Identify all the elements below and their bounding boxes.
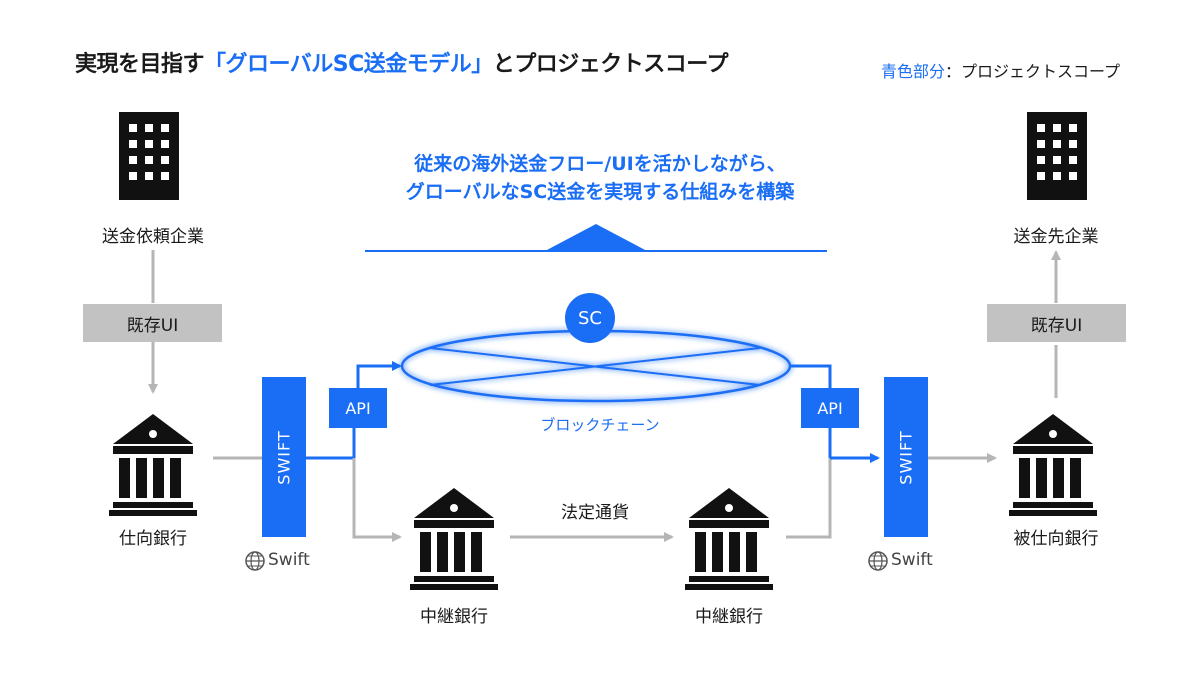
- swift-logo-left: Swift: [268, 550, 310, 570]
- bank-icon-intermediary-2: [685, 488, 773, 590]
- scope-legend-blue: 青色部分: [880, 62, 945, 81]
- office-building-icon-right: [1027, 112, 1087, 200]
- receiver-company-label: 送金先企業: [1013, 227, 1099, 247]
- sending-bank-label: 仕向銀行: [119, 529, 187, 549]
- sc-circle: [565, 293, 615, 343]
- sc-label: SC: [578, 307, 602, 329]
- intermediary-bank-1-label: 中継銀行: [420, 607, 488, 627]
- globe-icon-right: [868, 551, 888, 571]
- office-building-icon-left: [119, 112, 179, 200]
- headline-triangle: [545, 224, 647, 251]
- headline: 従来の海外送金フロー/UIを活かしながら、 グローバルなSC送金を実現する仕組み…: [360, 150, 840, 206]
- title-suffix: とプロジェクトスコープ: [492, 52, 729, 77]
- globe-icon-left: [245, 551, 265, 571]
- headline-line-1: 従来の海外送金フロー/UIを活かしながら、: [414, 153, 786, 175]
- arrow-to-intermediary-1: [352, 458, 402, 542]
- existing-ui-box-left: 既存UI: [83, 304, 222, 342]
- intermediary-bank-2-label: 中継銀行: [695, 607, 763, 627]
- swift-bar-left: SWIFT: [262, 377, 306, 537]
- swift-bar-left-label: SWIFT: [274, 429, 294, 485]
- swift-logo-right: Swift: [891, 550, 933, 570]
- api-box-left: API: [329, 388, 387, 428]
- bank-icon-sending: [109, 414, 197, 516]
- scope-legend: 青色部分：プロジェクトスコープ: [881, 58, 1120, 82]
- fiat-currency-label: 法定通貨: [561, 503, 629, 523]
- swift-bar-right: SWIFT: [884, 377, 928, 537]
- title-highlight: 「グローバルSC送金モデル」: [204, 52, 493, 77]
- sender-company-label: 送金依頼企業: [102, 227, 204, 247]
- receiving-bank-label: 被仕向銀行: [1013, 529, 1099, 549]
- blockchain-label: ブロックチェーン: [540, 416, 660, 434]
- bank-icon-receiving: [1009, 414, 1097, 516]
- scope-legend-text: ：プロジェクトスコープ: [944, 62, 1120, 81]
- swift-bar-right-label: SWIFT: [896, 429, 916, 485]
- api-box-right: API: [801, 388, 859, 428]
- page-title: 実現を目指す「グローバルSC送金モデル」とプロジェクトスコープ: [75, 46, 728, 78]
- arrow-api-to-blockchain: [356, 361, 402, 388]
- line-intermediary-to-branch: [786, 458, 832, 539]
- title-prefix: 実現を目指す: [75, 52, 205, 77]
- bank-icon-intermediary-1: [410, 488, 498, 590]
- line-blockchain-to-api: [790, 364, 832, 388]
- existing-ui-box-right: 既存UI: [987, 304, 1126, 342]
- headline-line-2: グローバルなSC送金を実現する仕組みを構築: [405, 181, 795, 203]
